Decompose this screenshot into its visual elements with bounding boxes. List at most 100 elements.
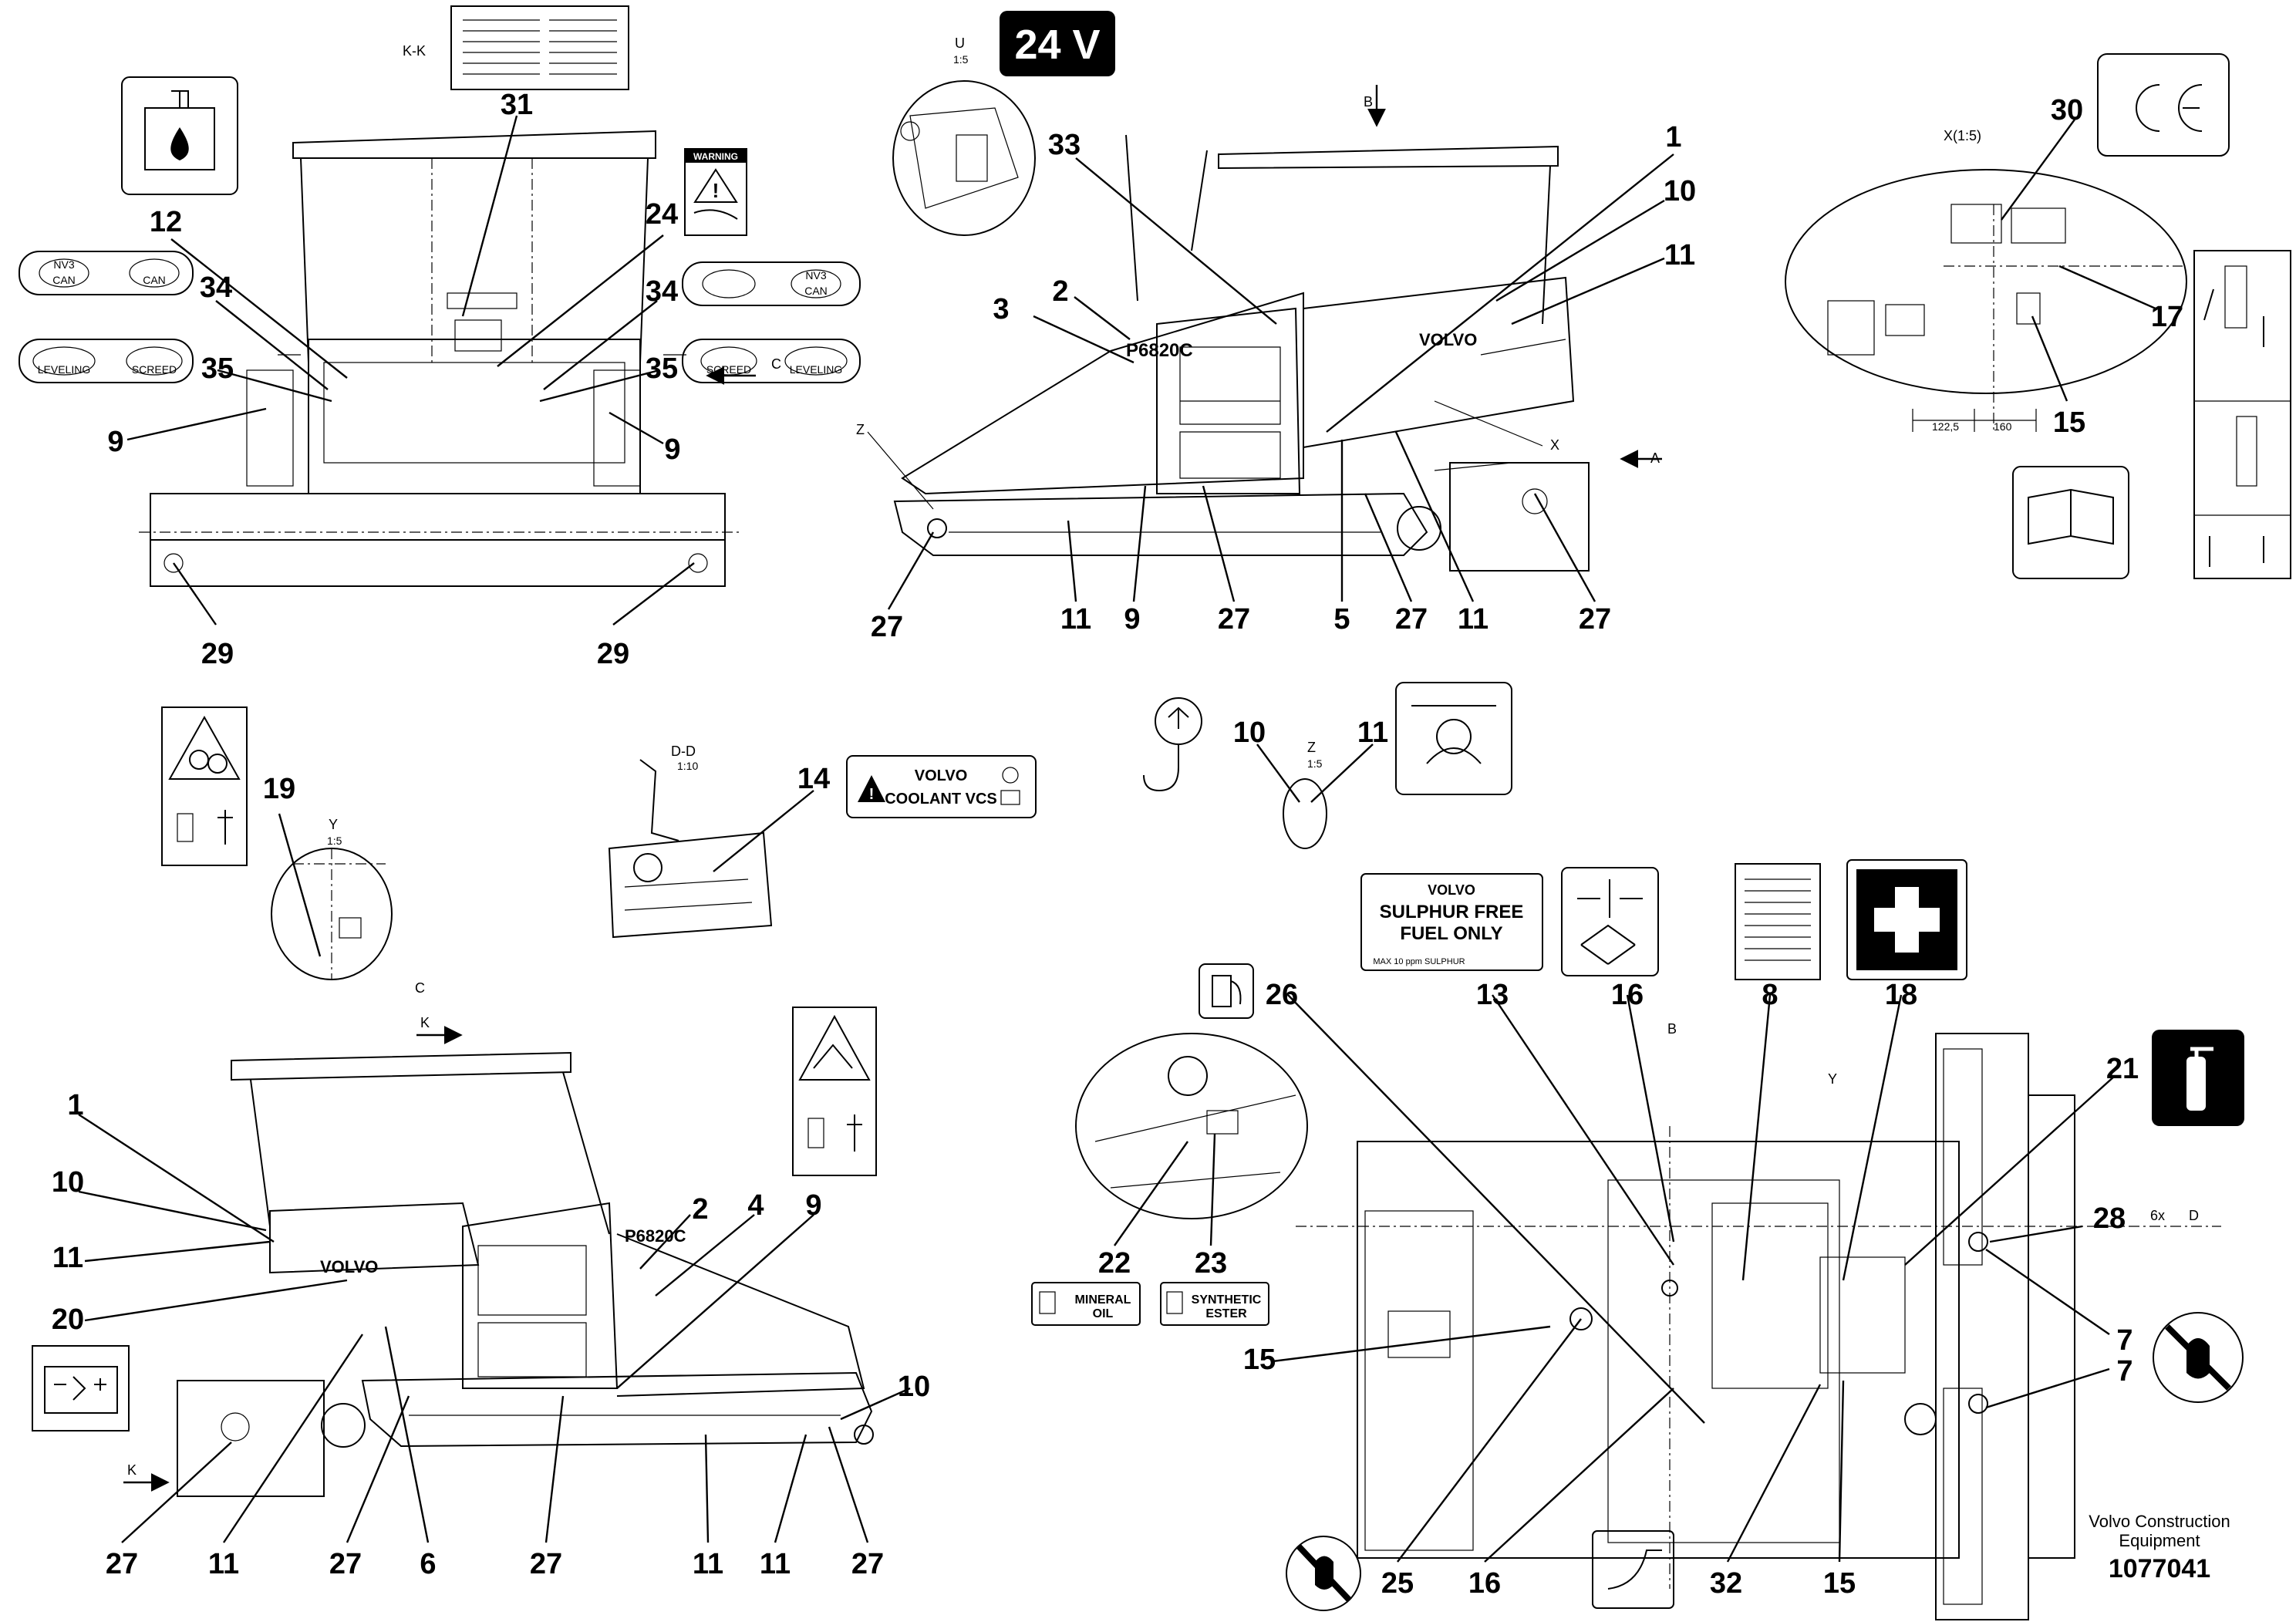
- side-view-left: C K K P6820C VOLVO: [32, 980, 930, 1580]
- side-view-right: 24 V U 1:5 B A P6820C VOLVO: [856, 11, 1696, 643]
- detail-dd: D-D 1:10 ! VOLVO COOLANT VCS 14: [608, 744, 1037, 939]
- callout-10-left: 10: [52, 1166, 84, 1199]
- svg-text:!: !: [869, 786, 875, 803]
- callout-24: 24: [646, 198, 678, 231]
- callout-17: 17: [2151, 301, 2183, 333]
- leveling-left: LEVELING: [38, 363, 90, 376]
- fuel-line2: FUEL ONLY: [1400, 923, 1502, 944]
- view-label-u: U: [955, 35, 965, 51]
- view-label-x: X: [1550, 437, 1559, 453]
- mineral-line1: MINERAL: [1075, 1293, 1131, 1307]
- part-number: 1077041: [2109, 1554, 2210, 1583]
- can-left: CAN: [52, 274, 76, 286]
- callout-34-right: 34: [646, 275, 678, 308]
- callout-1-left: 1: [67, 1089, 83, 1121]
- callout-9-right: 9: [664, 433, 680, 466]
- decal-20-battery: [32, 1345, 130, 1431]
- callout-35-left: 35: [201, 352, 234, 385]
- callout-27-g: 27: [530, 1548, 562, 1580]
- callout-27-h: 27: [851, 1548, 884, 1580]
- callout-26: 26: [1266, 979, 1298, 1011]
- callout-6: 6: [420, 1548, 436, 1580]
- view-label-d: D: [2189, 1208, 2199, 1223]
- side-machine-outline: P6820C VOLVO: [893, 134, 1590, 572]
- decal-31-instruction: [450, 5, 629, 90]
- screed-right: SCREED: [706, 363, 751, 376]
- decal-26-fuel-pump: [1199, 963, 1254, 1019]
- view-scale-dd: 1:10: [677, 760, 698, 772]
- coolant-brand: VOLVO: [915, 767, 968, 784]
- detail-y: Y 1:5 19: [161, 706, 393, 980]
- callout-15-bottom-left: 15: [1243, 1344, 1276, 1376]
- callout-31: 31: [501, 89, 533, 121]
- callout-18: 18: [1885, 979, 1917, 1011]
- rear-view-kk: K-K WARNING !: [19, 5, 861, 670]
- callout-10-left-bottom: 10: [898, 1371, 930, 1403]
- callout-32: 32: [1710, 1567, 1742, 1600]
- view-scale-y: 1:5: [327, 835, 342, 847]
- view-label-kk: K-K: [403, 43, 426, 59]
- callout-27-d: 27: [1579, 603, 1611, 636]
- leveling-right: LEVELING: [790, 363, 842, 376]
- callout-25: 25: [1381, 1567, 1414, 1600]
- svg-text:!: !: [713, 179, 720, 202]
- dim-160: 160: [1994, 420, 2012, 433]
- fuel-line1: SULPHUR FREE: [1380, 902, 1524, 922]
- callout-27-c: 27: [1395, 603, 1428, 636]
- brand-badge-left: VOLVO: [320, 1257, 378, 1276]
- decal-35-screed-left: LEVELING SCREED: [19, 339, 194, 383]
- voltage-text: 24 V: [1014, 22, 1100, 68]
- view-label-b-bottom: B: [1667, 1021, 1677, 1037]
- decal-21-fire-extinguisher: [2152, 1030, 2244, 1126]
- decal-35-screed-right: SCREED LEVELING: [682, 339, 861, 383]
- detail-x: X(1:5) 122,5 160 30 17 15: [1785, 53, 2291, 579]
- decal-no-step-bottom: [1286, 1536, 1361, 1611]
- view-label-k-bottom: K: [127, 1462, 137, 1478]
- decal-24-warning: WARNING !: [684, 148, 747, 236]
- callout-11-e: 11: [693, 1548, 723, 1580]
- fuel-brand: VOLVO: [1428, 882, 1475, 898]
- detail-u: [892, 80, 1036, 236]
- callout-7-b: 7: [2116, 1355, 2132, 1388]
- lifting-decals: Z 1:5 10 11: [1143, 682, 1512, 849]
- decal-13-fuel: VOLVO SULPHUR FREE FUEL ONLY MAX 10 ppm …: [1360, 873, 1543, 971]
- callout-9-left-bottom: 9: [805, 1189, 821, 1222]
- callout-27-e: 27: [106, 1548, 138, 1580]
- callout-9-top: 9: [1124, 603, 1140, 636]
- callout-29-right: 29: [597, 638, 629, 670]
- company-line1: Volvo Construction: [2089, 1512, 2230, 1531]
- callout-11-c: 11: [1458, 603, 1489, 636]
- screed-left: SCREED: [132, 363, 177, 376]
- callout-16-top: 16: [1611, 979, 1644, 1011]
- decal-hydraulic-lever: [1592, 1530, 1674, 1609]
- dim-122-5: 122,5: [1932, 420, 1959, 433]
- decal-no-step: [2153, 1312, 2244, 1403]
- model-badge-right: P6820C: [1126, 340, 1193, 361]
- callout-34-left: 34: [200, 271, 232, 304]
- callout-23: 23: [1195, 1247, 1227, 1280]
- decal-9-pinch-warning: [792, 1007, 877, 1176]
- can-right: CAN: [804, 285, 828, 297]
- company-line2: Equipment: [2119, 1531, 2200, 1550]
- synthetic-line1: SYNTHETIC: [1192, 1293, 1262, 1307]
- decal-30-ce-mark: [2097, 53, 2230, 157]
- view-scale-z: 1:5: [1307, 757, 1323, 770]
- view-label-b: B: [1364, 94, 1373, 110]
- decal-16-tensioning: [1561, 867, 1659, 976]
- callout-5: 5: [1333, 603, 1350, 636]
- view-label-x-detail: X(1:5): [1944, 128, 1981, 143]
- decal-8-instructions: [1735, 863, 1821, 980]
- callout-30: 30: [2051, 94, 2083, 126]
- coolant-text: COOLANT VCS: [885, 791, 997, 808]
- callout-11-d: 11: [208, 1548, 239, 1580]
- view-label-y-bottom: Y: [1828, 1071, 1837, 1087]
- decal-23-synthetic-ester: SYNTHETIC ESTER: [1160, 1282, 1269, 1326]
- callout-12: 12: [150, 206, 182, 238]
- callout-11-f: 11: [760, 1548, 791, 1580]
- warning-text: WARNING: [693, 151, 738, 162]
- decal-lifting-point: [1395, 682, 1512, 795]
- callout-35-right: 35: [646, 352, 678, 385]
- fuel-small: MAX 10 ppm SULPHUR: [1373, 957, 1465, 966]
- callout-11-z: 11: [1357, 717, 1388, 749]
